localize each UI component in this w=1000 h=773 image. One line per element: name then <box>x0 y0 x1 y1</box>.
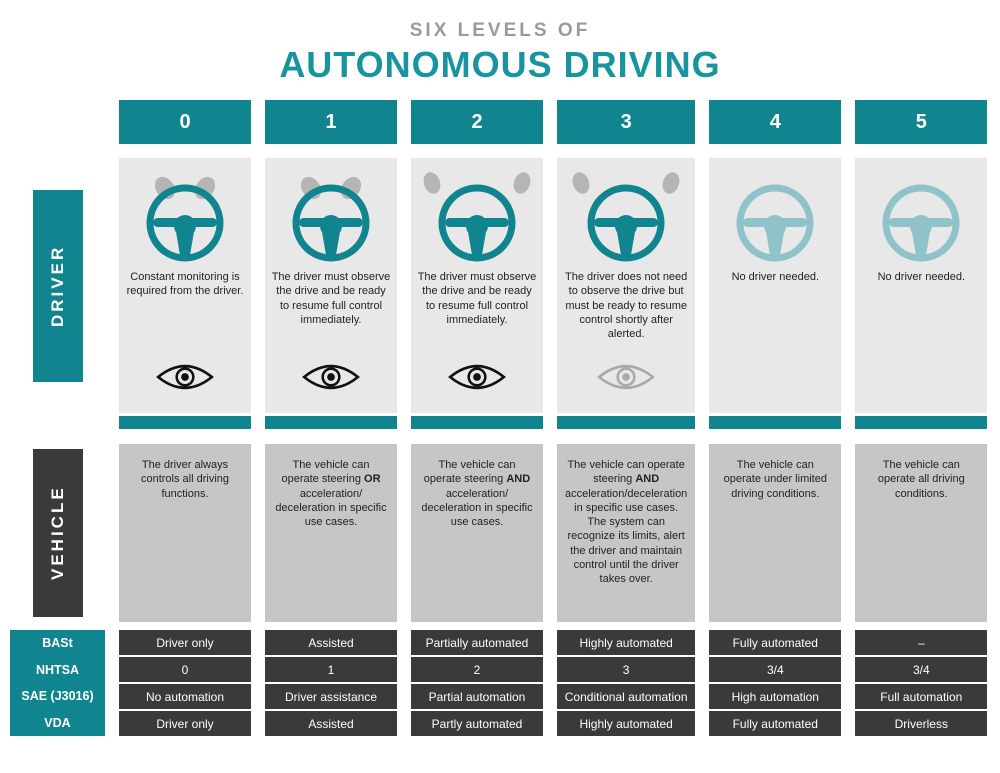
divider-bar <box>411 416 543 429</box>
vehicle-description: The driver always controls all driving f… <box>119 444 251 622</box>
standards-labels-block: BASt NHTSA SAE (J3016) VDA <box>10 630 105 736</box>
steering-wheel-icon <box>572 172 680 262</box>
divider-bar <box>855 416 988 429</box>
standard-cell: Partially automated <box>411 630 543 655</box>
levels-grid: DRIVER VEHICLE BASt NHTSA SAE (J3016) VD… <box>10 100 988 736</box>
eye-icon <box>448 364 506 390</box>
eye-icon-wrap <box>594 360 658 399</box>
level-number-header: 0 <box>119 100 251 144</box>
driver-card: No driver needed. <box>855 158 988 413</box>
standard-cell: High automation <box>709 684 842 709</box>
standard-cell: Conditional automation <box>557 684 696 709</box>
standard-cell: 1 <box>265 657 397 682</box>
driver-row-label: DRIVER <box>32 189 83 382</box>
standards-label-sae: SAE (J3016) <box>21 689 94 704</box>
eye-icon-wrap <box>299 360 363 399</box>
standard-cell: Fully automated <box>709 630 842 655</box>
level-number-header: 3 <box>557 100 696 144</box>
driver-card: Constant monitoring is required from the… <box>119 158 251 413</box>
driver-card: The driver must observe the drive and be… <box>411 158 543 413</box>
eye-icon-wrap <box>889 360 953 399</box>
standard-cell: Assisted <box>265 630 397 655</box>
vehicle-description: The vehicle can operate steering AND acc… <box>557 444 696 622</box>
eye-icon <box>597 364 656 390</box>
standard-cell: Fully automated <box>709 711 842 736</box>
steering-wheel-icon <box>882 184 960 262</box>
steering-wheel-icon <box>736 184 814 262</box>
title-kicker: SIX LEVELS OF <box>409 20 591 41</box>
driver-card: No driver needed. <box>709 158 842 413</box>
driver-description: The driver must observe the drive and be… <box>271 271 391 326</box>
standards-label-vda: VDA <box>44 715 71 730</box>
steering-wheel-icon <box>146 176 224 262</box>
level-number-header: 2 <box>411 100 543 144</box>
standard-cell: – <box>855 630 988 655</box>
standard-cell: Driver only <box>119 630 251 655</box>
driver-card: The driver must observe the drive and be… <box>265 158 397 413</box>
vehicle-description: The vehicle can operate under limited dr… <box>709 444 842 622</box>
driver-description: No driver needed. <box>877 271 966 283</box>
standard-cell: 0 <box>119 657 251 682</box>
standard-cell: No automation <box>119 684 251 709</box>
standard-cell: 2 <box>411 657 543 682</box>
standard-cell: Driver only <box>119 711 251 736</box>
standard-cell: Partly automated <box>411 711 543 736</box>
driver-description: The driver does not need to observe the … <box>564 271 688 341</box>
standard-cell: Highly automated <box>557 711 696 736</box>
divider-bar <box>557 416 696 429</box>
standard-cell: Driver assistance <box>265 684 397 709</box>
standards-label-bast: BASt <box>42 636 73 651</box>
standards-label-nhtsa: NHTSA <box>35 662 80 677</box>
standard-cell: 3 <box>557 657 696 682</box>
eye-icon-wrap <box>153 360 217 399</box>
vehicle-description: The vehicle can operate steering AND acc… <box>411 444 543 622</box>
eye-icon-wrap <box>743 360 807 399</box>
level-number-header: 5 <box>855 100 988 144</box>
driver-description: The driver must observe the drive and be… <box>417 271 537 326</box>
driver-card: The driver does not need to observe the … <box>557 158 696 413</box>
title-block: SIX LEVELS OF AUTONOMOUS DRIVING <box>0 0 1000 86</box>
vehicle-description: The vehicle can operate steering OR acce… <box>265 444 397 622</box>
standard-cell: Assisted <box>265 711 397 736</box>
steering-wheel-icon <box>292 176 370 262</box>
standard-cell: 3/4 <box>709 657 842 682</box>
divider-bar <box>709 416 842 429</box>
standard-cell: Full automation <box>855 684 988 709</box>
steering-wheel-icon <box>423 172 531 262</box>
eye-icon-wrap <box>445 360 509 399</box>
driver-description: Constant monitoring is required from the… <box>126 271 244 298</box>
vehicle-row-label: VEHICLE <box>32 449 83 617</box>
standard-cell: Driverless <box>855 711 988 736</box>
standard-cell: 3/4 <box>855 657 988 682</box>
divider-bar <box>265 416 397 429</box>
divider-bar <box>119 416 251 429</box>
vehicle-description: The vehicle can operate all driving cond… <box>855 444 988 622</box>
standard-cell: Highly automated <box>557 630 696 655</box>
level-number-header: 4 <box>709 100 842 144</box>
standard-cell: Partial automation <box>411 684 543 709</box>
eye-icon <box>302 364 360 390</box>
driver-description: No driver needed. <box>731 271 820 283</box>
page-title: AUTONOMOUS DRIVING <box>279 44 721 85</box>
level-number-header: 1 <box>265 100 397 144</box>
eye-icon <box>156 364 214 390</box>
